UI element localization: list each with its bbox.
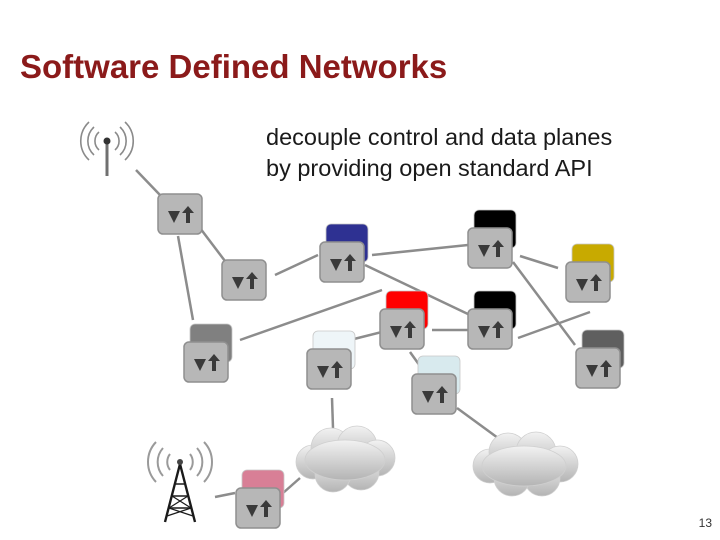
router-switch-icon: [422, 386, 448, 403]
router-switch-icon: [478, 321, 504, 338]
link: [330, 397, 335, 429]
internet-cloud-icon: [295, 425, 396, 493]
router-switch-icon: [330, 254, 356, 271]
switch-body: [306, 348, 352, 390]
link: [239, 288, 383, 342]
link: [511, 261, 577, 346]
link: [364, 263, 471, 317]
router-switch-icon: [478, 240, 504, 257]
switch-body: [183, 341, 229, 383]
router-switch-icon: [576, 274, 602, 291]
switch-body: [565, 261, 611, 303]
switch-gray: [183, 323, 233, 383]
switch-group: [157, 193, 625, 529]
switch-body: [379, 308, 425, 350]
switch-body: [467, 308, 513, 350]
switch-navy: [319, 223, 369, 283]
switch-ice-white: [306, 330, 356, 390]
link: [214, 491, 236, 499]
switch-body: [235, 487, 281, 529]
switch-body: [411, 373, 457, 415]
switch-body: [575, 347, 621, 389]
switch-olive-gold: [565, 243, 615, 303]
router-switch-icon: [168, 206, 194, 223]
link: [456, 406, 499, 440]
link: [176, 235, 195, 321]
internet-cloud-icon: [472, 431, 579, 497]
switch-black: [467, 290, 517, 350]
switch-body: [319, 241, 365, 283]
switch-body: [221, 259, 267, 301]
link: [282, 477, 301, 494]
slide-subtitle: decouple control and data planes by prov…: [266, 122, 612, 184]
link: [371, 243, 469, 257]
wifi-antenna-icon: [80, 121, 134, 176]
link: [135, 169, 161, 196]
subtitle-line-1: decouple control and data planes: [266, 124, 613, 150]
switch-black: [467, 209, 517, 269]
router-switch-icon: [246, 500, 272, 517]
switch-pink: [235, 469, 285, 529]
switch-pale-cyan: [411, 355, 461, 415]
router-switch-icon: [586, 360, 612, 377]
router-switch-icon: [232, 272, 258, 289]
switch-red: [379, 290, 429, 350]
cell-tower-icon: [147, 441, 213, 523]
switch-plain: [221, 259, 267, 301]
switch-body: [467, 227, 513, 269]
router-switch-icon: [390, 321, 416, 338]
slide-number: 13: [698, 516, 712, 530]
subtitle-line-2: by providing open standard API: [266, 155, 593, 181]
router-switch-icon: [194, 354, 220, 371]
slide-title: Software Defined Networks: [20, 48, 448, 85]
link: [519, 254, 559, 270]
switch-dark-gray: [575, 329, 625, 389]
link: [199, 227, 229, 266]
router-switch-icon: [317, 361, 343, 378]
link: [274, 253, 319, 277]
link: [517, 310, 591, 340]
switch-body: [157, 193, 203, 235]
switch-plain: [157, 193, 203, 235]
